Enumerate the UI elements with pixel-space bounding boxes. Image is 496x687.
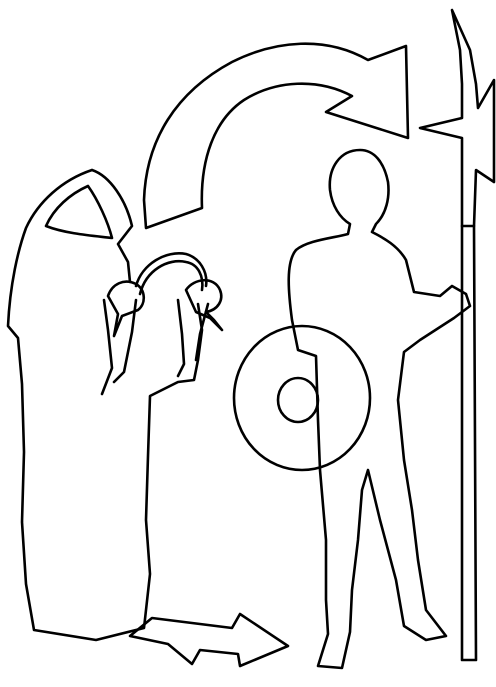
rope-icon	[136, 253, 206, 294]
hooded-figure-icon	[8, 170, 222, 640]
ground-arrow-icon	[130, 614, 288, 666]
shield-icon	[234, 326, 370, 470]
halberd-icon	[420, 10, 494, 660]
curved-arrow-icon	[144, 44, 408, 228]
